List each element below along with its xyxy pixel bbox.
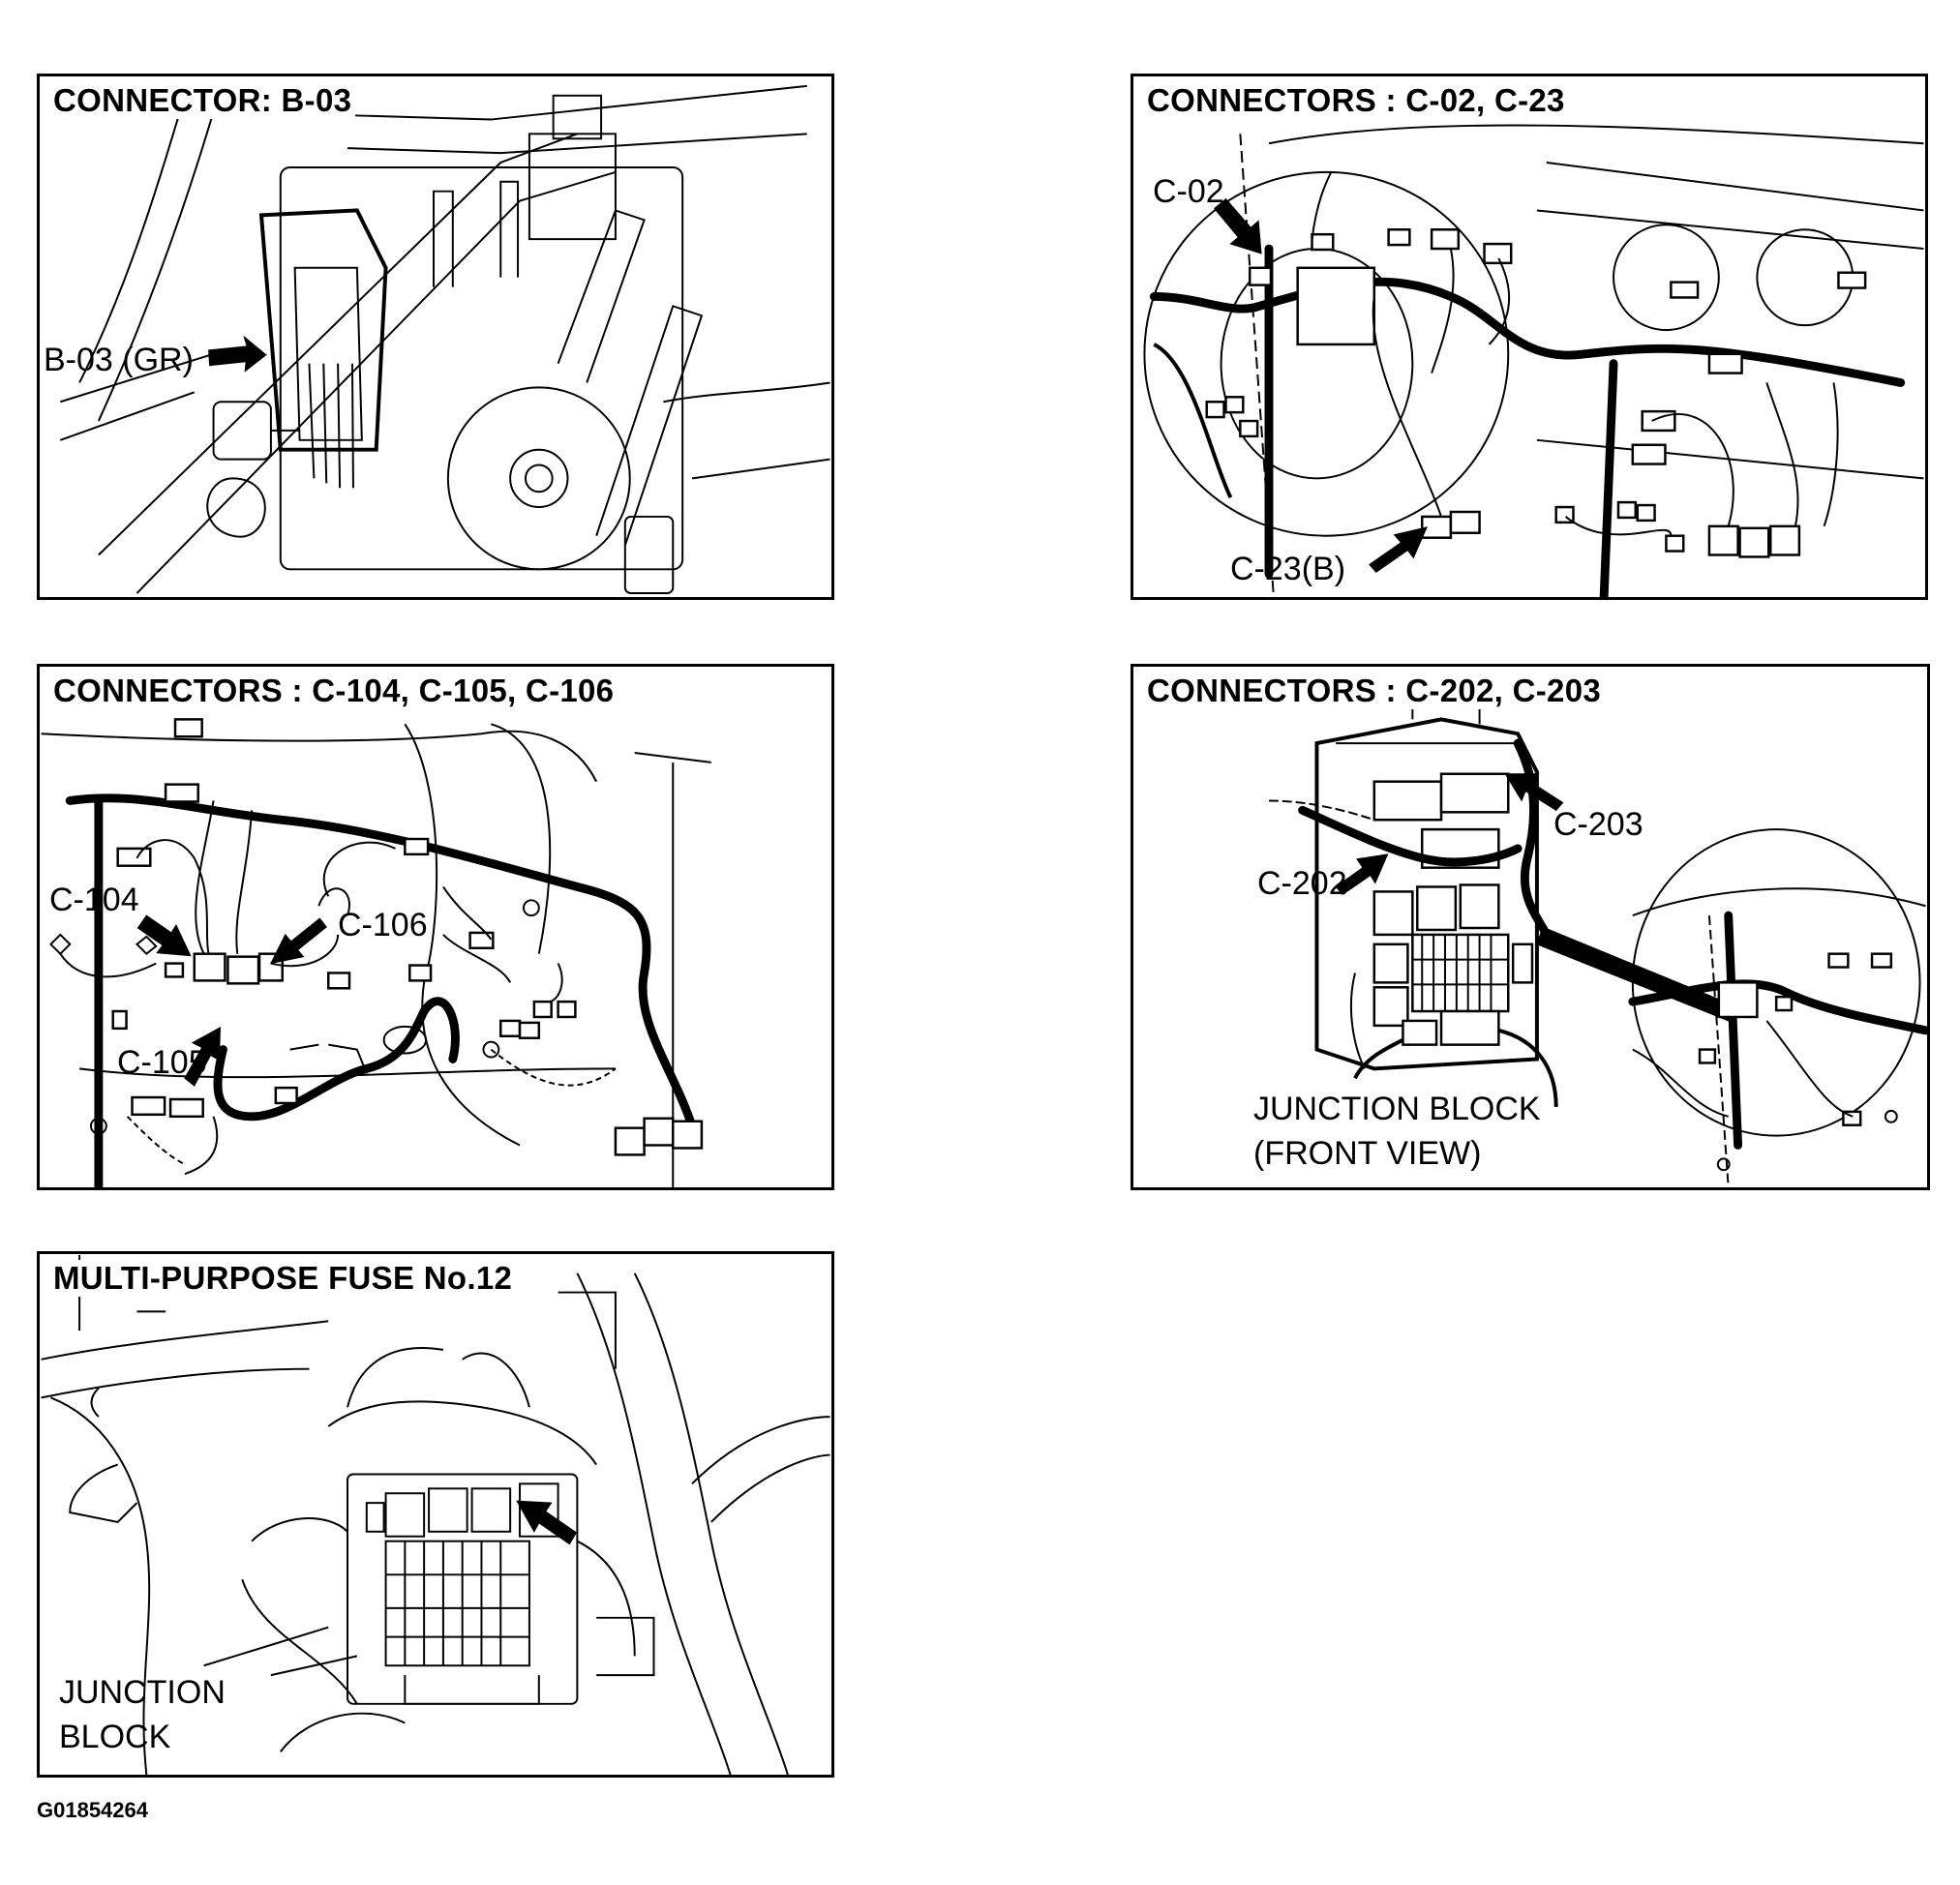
illustration-b03 — [59, 84, 830, 595]
label-c104: C-104 — [49, 882, 139, 918]
label-line-1: JUNCTION BLOCK — [1253, 1091, 1541, 1127]
panel-title: CONNECTORS : C-02, C-23 — [1143, 82, 1569, 119]
panel-title: CONNECTORS : C-202, C-203 — [1143, 673, 1606, 709]
arrow-c202 — [1335, 853, 1389, 896]
figure-id: G01854264 — [37, 1798, 148, 1822]
arrow-c106 — [269, 917, 327, 965]
label-b03: B-03 (GR) — [44, 342, 194, 378]
label-c202: C-202 — [1257, 865, 1347, 902]
label-c23: C-23(B) — [1230, 551, 1346, 587]
label-line-2: (FRONT VIEW) — [1253, 1135, 1482, 1172]
panel-title: CONNECTOR: B-03 — [49, 82, 356, 119]
illustration-c104-c106 — [41, 718, 711, 1187]
arrow-fuse-12 — [516, 1500, 578, 1545]
arrow-c105 — [184, 1026, 222, 1087]
panel-connectors-c02-c23: CONNECTORS : C-02, C-23 — [1131, 74, 1928, 600]
label-c105: C-105 — [117, 1044, 207, 1081]
panel-connector-b03: CONNECTOR: B-03 B-03 (GR) — [37, 74, 834, 600]
panel-connectors-c202-c203: CONNECTORS : C-202, C-203 — [1131, 664, 1930, 1190]
panel-connectors-c104-c106: CONNECTORS : C-104, C-105, C-106 — [37, 664, 834, 1190]
arrow-c104 — [136, 914, 192, 957]
arrow-c203 — [1504, 773, 1564, 811]
panel-title: MULTI-PURPOSE FUSE No.12 — [49, 1260, 517, 1297]
panel-title: CONNECTORS : C-104, C-105, C-106 — [49, 673, 618, 709]
label-c02: C-02 — [1153, 173, 1224, 210]
label-line-1: JUNCTION — [59, 1674, 226, 1711]
illustration-fuse12 — [41, 1254, 830, 1775]
panel-multi-purpose-fuse-12: MULTI-PURPOSE FUSE No.12 JUNCTIO — [37, 1251, 834, 1778]
label-c203: C-203 — [1553, 806, 1643, 843]
arrow-b03 — [208, 335, 267, 373]
label-c106: C-106 — [338, 907, 428, 943]
label-junction-block-front-view: JUNCTION BLOCK (FRONT VIEW) — [1253, 1087, 1541, 1176]
arrow-c23 — [1369, 526, 1429, 573]
illustration-c02-c23 — [1143, 124, 1924, 597]
illustration-c202-c203 — [1269, 694, 1927, 1187]
arrow-c02 — [1213, 197, 1262, 254]
label-line-2: BLOCK — [59, 1719, 171, 1755]
label-junction-block: JUNCTION BLOCK — [59, 1670, 226, 1759]
